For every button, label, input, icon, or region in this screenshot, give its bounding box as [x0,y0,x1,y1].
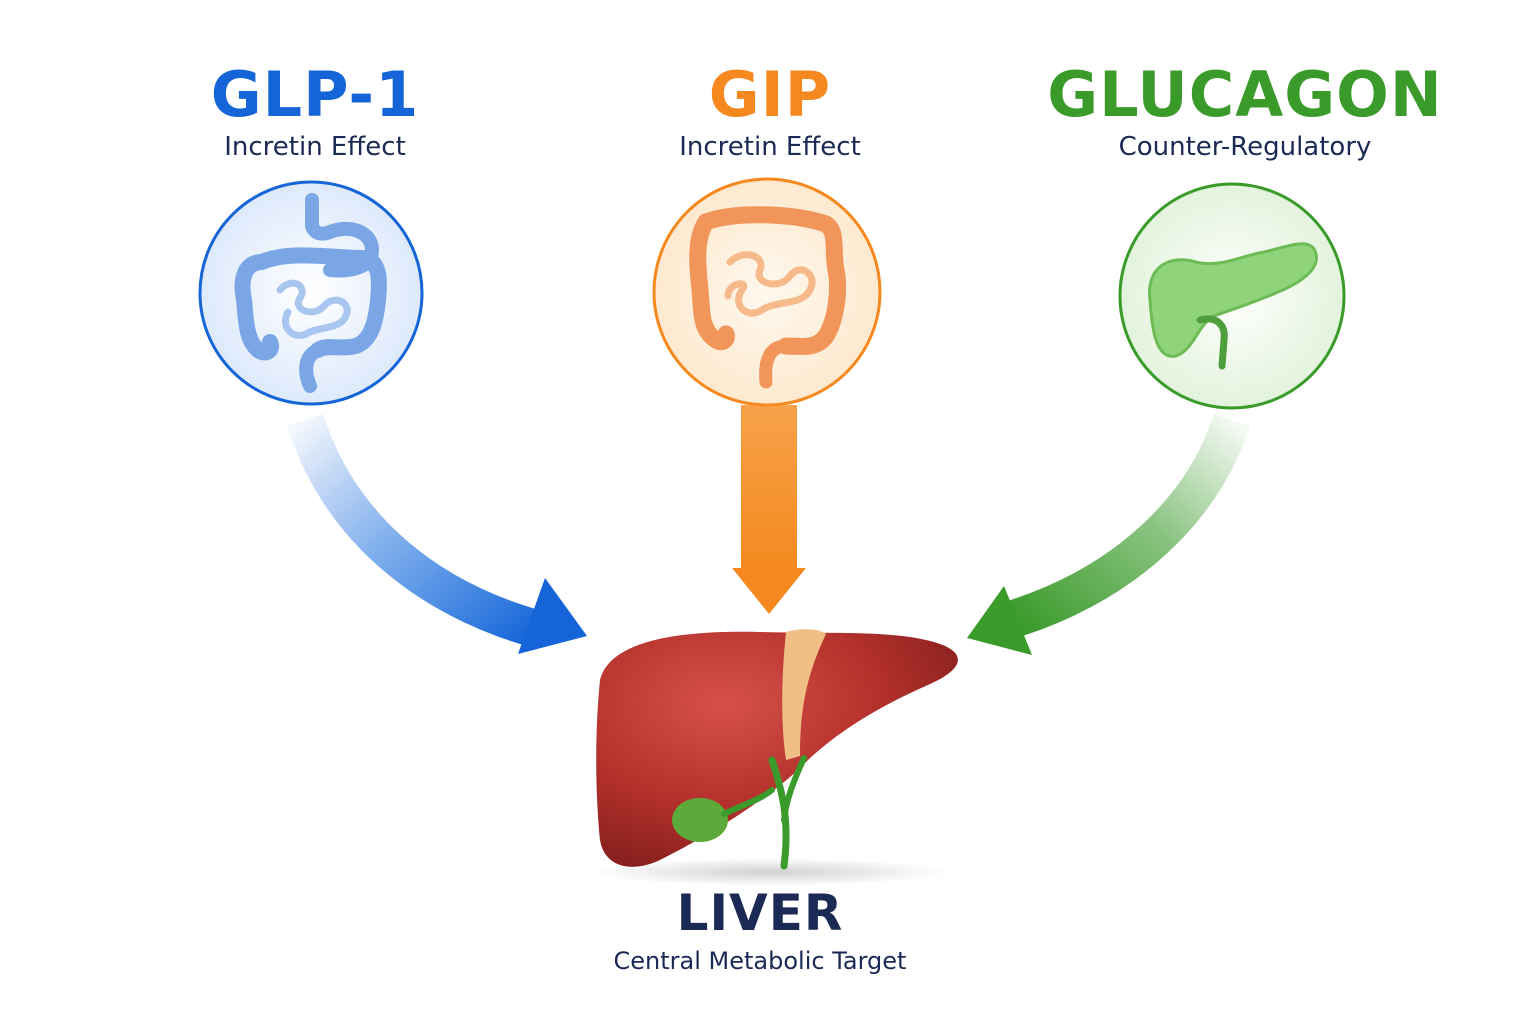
glucagon-label: GLUCAGON Counter-Regulatory [1030,60,1460,164]
liver-title: LIVER [676,884,844,942]
liver-subtitle: Central Metabolic Target [613,947,907,975]
gip-circle [652,177,882,407]
gip-label: GIP Incretin Effect [575,60,965,164]
liver-label: LIVER Central Metabolic Target [560,885,960,977]
intestines-icon [234,193,387,393]
pancreas-icon [1148,242,1318,370]
gip-title: GIP [708,58,832,131]
gip-subtitle: Incretin Effect [679,132,861,162]
glucagon-circle [1118,182,1346,410]
glp1-subtitle: Incretin Effect [224,132,406,162]
glp1-label: GLP-1 Incretin Effect [120,60,510,164]
glp1-circle [198,180,424,406]
liver-icon [590,629,958,886]
glp1-title: GLP-1 [210,58,420,131]
arrow-glp1-to-liver [286,414,587,654]
arrow-glucagon-to-liver [967,413,1251,655]
arrow-gip-to-liver [732,405,806,614]
glucagon-subtitle: Counter-Regulatory [1118,132,1372,162]
glucagon-title: GLUCAGON [1047,58,1443,131]
intestines-icon [689,206,847,389]
